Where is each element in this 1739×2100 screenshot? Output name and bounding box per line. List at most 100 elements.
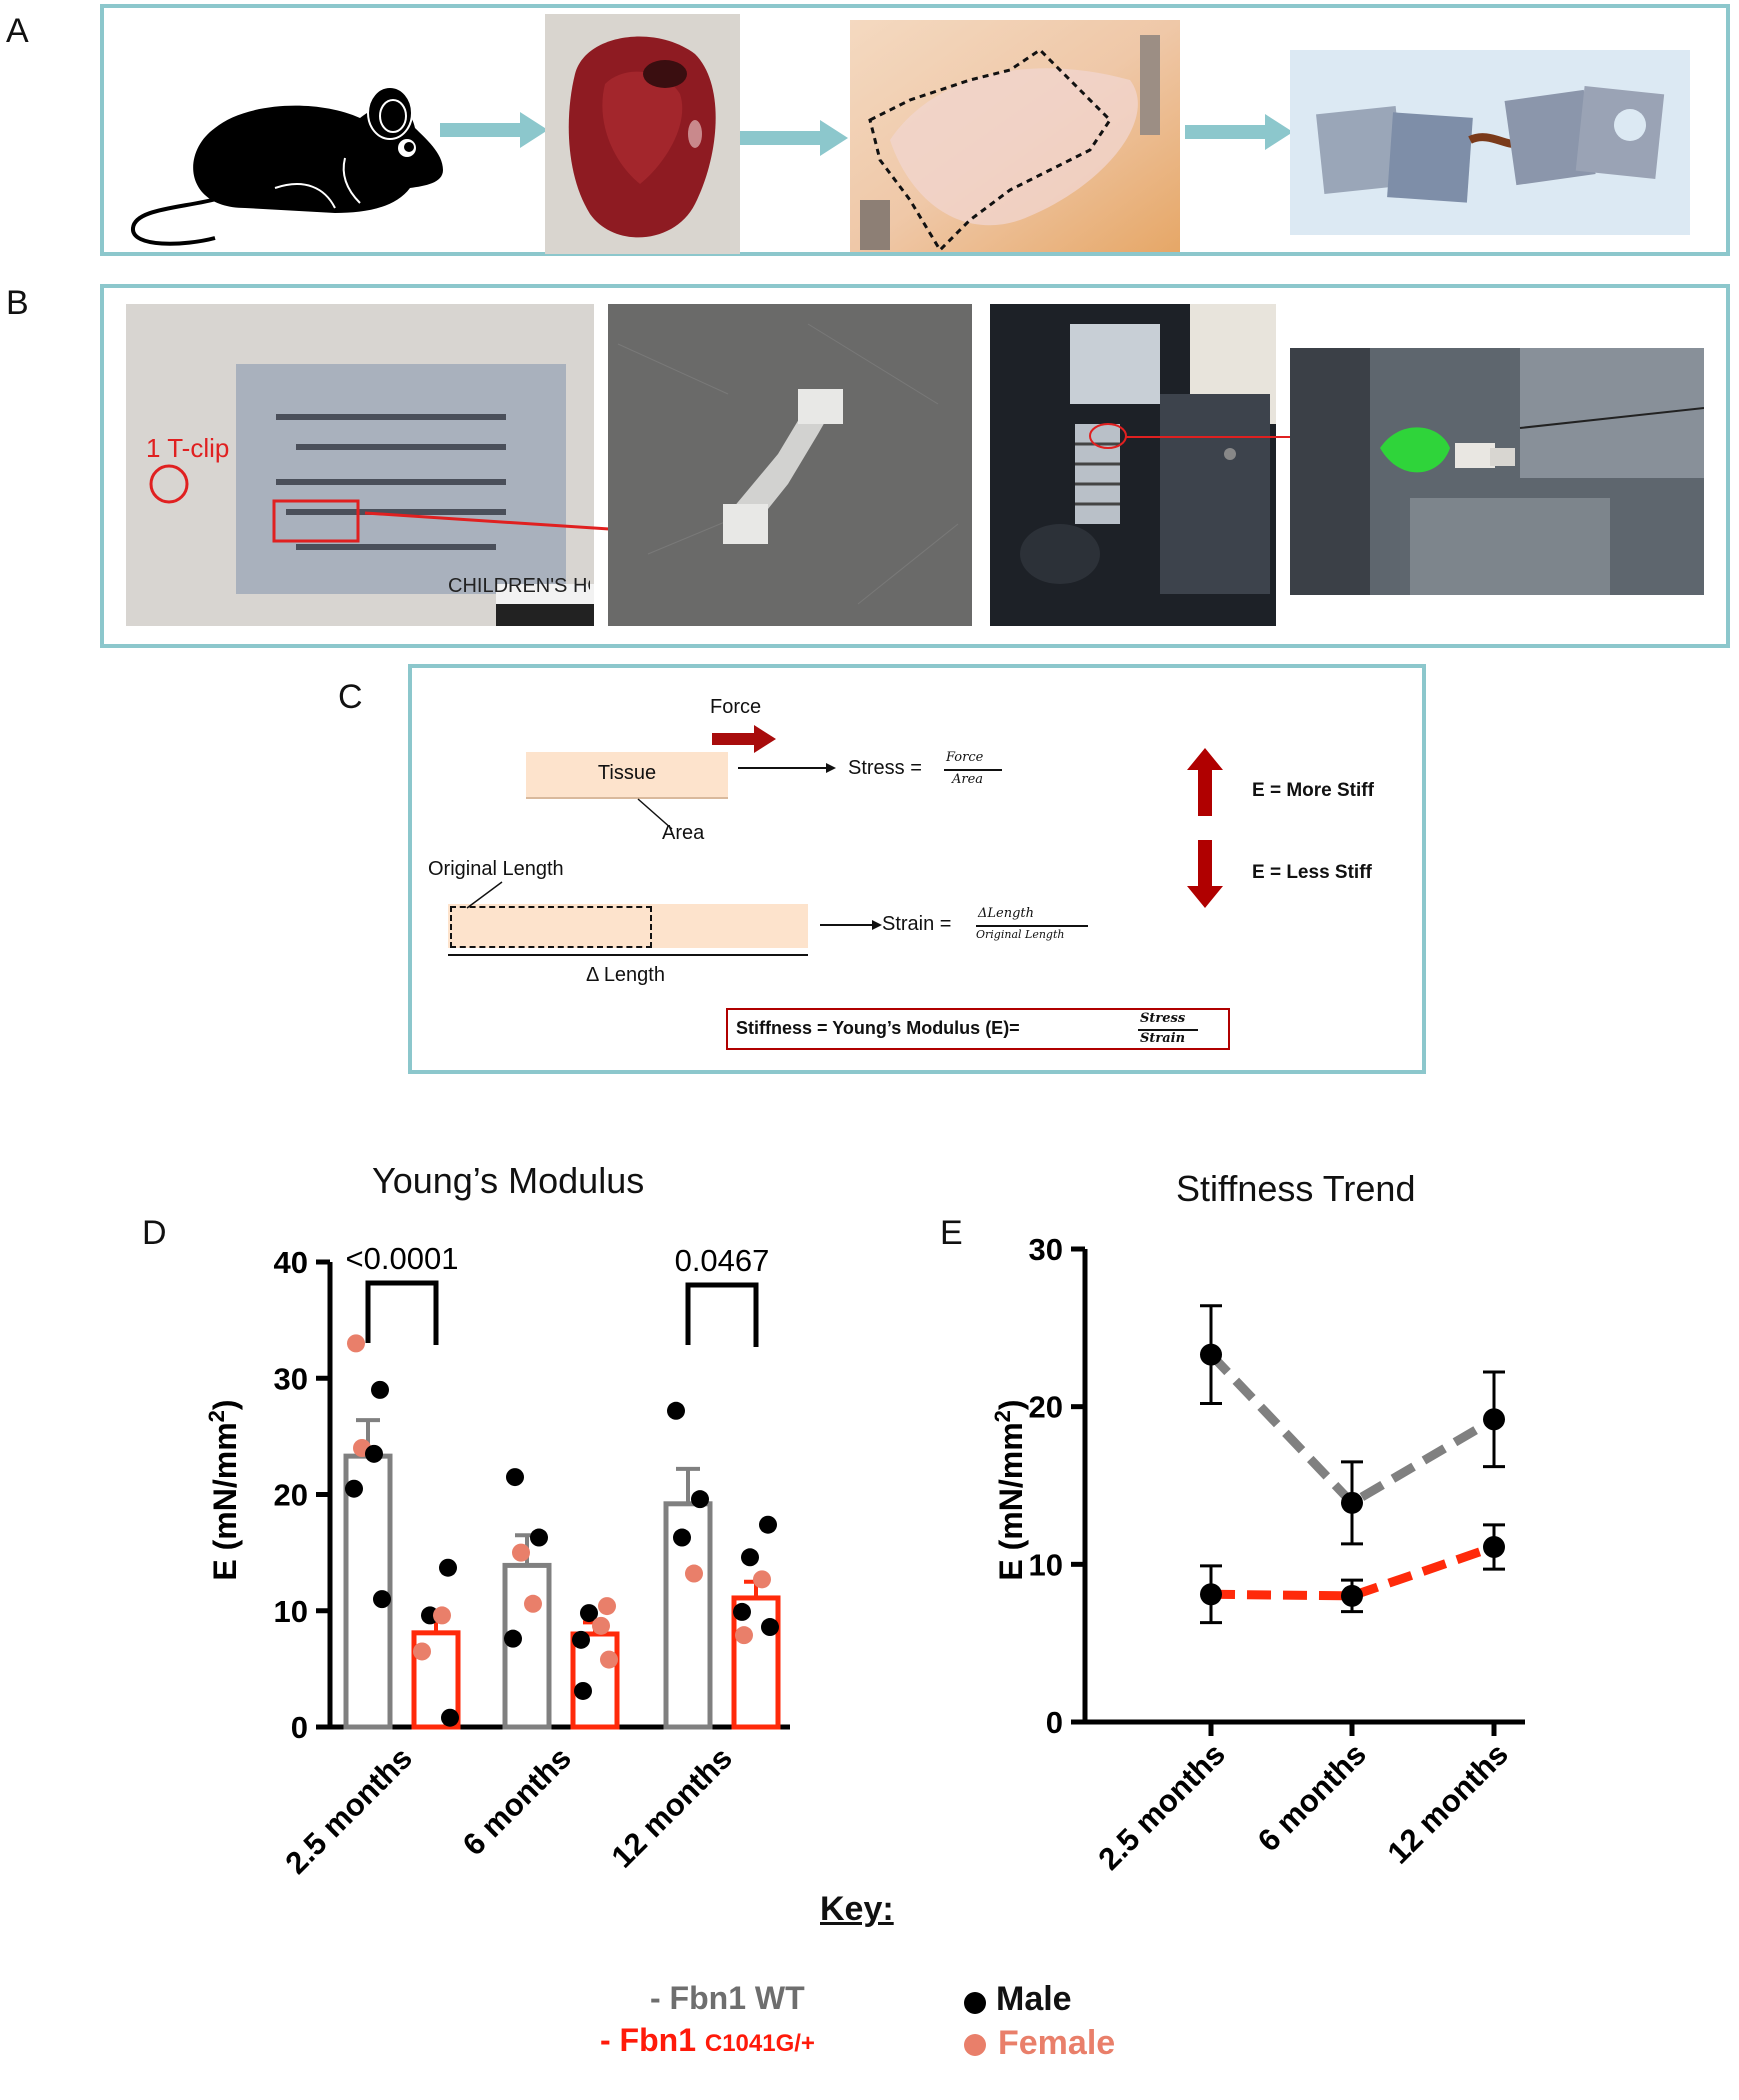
data-point — [600, 1650, 618, 1669]
data-point — [592, 1616, 610, 1635]
y-tick-label: 20 — [1029, 1390, 1063, 1425]
panel-letter-c: C — [338, 678, 363, 716]
stress-numerator: Force — [946, 750, 984, 765]
key-mutant-allele: C1041G/+ — [704, 2030, 815, 2057]
data-point — [1483, 1535, 1505, 1558]
foil-label-text: CHILDREN'S HOSP — [448, 575, 590, 597]
data-point — [1341, 1491, 1363, 1514]
x-tick-label: 6 months — [1251, 1736, 1373, 1858]
key-title: Key: — [820, 1890, 894, 1928]
data-point — [574, 1681, 592, 1700]
key-mutant-name: - Fbn1 — [600, 2022, 696, 2058]
panel-letter-b: B — [6, 284, 29, 322]
data-point — [1341, 1584, 1363, 1607]
data-point — [667, 1401, 685, 1420]
data-point — [759, 1515, 777, 1534]
tissue-strip-photo — [1290, 50, 1690, 235]
data-point — [371, 1380, 389, 1399]
strain-fraction-bar — [976, 925, 1088, 927]
p-value-label: <0.0001 — [346, 1241, 459, 1276]
series-line-mutant — [1210, 1542, 1496, 1601]
tester-instrument-photo — [990, 304, 1276, 626]
panel-letter-a: A — [6, 12, 29, 50]
data-point — [365, 1444, 383, 1463]
arrow-icon — [740, 120, 848, 156]
heart-photo — [545, 14, 740, 254]
strain-label: Strain = — [882, 913, 952, 935]
stiffness-numerator: Stress — [1140, 1011, 1186, 1026]
data-point — [673, 1528, 691, 1547]
y-tick-label: 30 — [274, 1361, 308, 1396]
more-stiff-label: E = More Stiff — [1252, 780, 1374, 801]
key-female: Female — [998, 2024, 1116, 2062]
male-dot — [964, 1992, 986, 2014]
panel-a-frame — [100, 4, 1730, 256]
up-arrow-icon — [1187, 748, 1223, 816]
data-point — [506, 1468, 524, 1487]
data-point — [735, 1626, 753, 1645]
stiffness-denominator: Strain — [1140, 1031, 1186, 1046]
original-length-box — [450, 906, 652, 948]
y-axis-label: E (mN/mm2) — [990, 1399, 1030, 1580]
x-tick-label: 2.5 months — [1091, 1736, 1231, 1876]
data-point — [433, 1606, 451, 1625]
y-tick-label: 0 — [1046, 1705, 1063, 1740]
chart-e-title: Stiffness Trend — [1176, 1168, 1416, 1209]
data-point — [524, 1594, 542, 1613]
key-mutant: - Fbn1 C1041G/+ — [600, 2022, 815, 2059]
panel-c-frame — [408, 664, 1426, 1074]
data-point — [685, 1564, 703, 1583]
original-length-pointer — [466, 881, 503, 909]
key-male: Male — [996, 1980, 1072, 2018]
arrow-icon — [440, 112, 548, 148]
stress-fraction-bar — [944, 769, 1002, 771]
down-arrow-icon — [1187, 840, 1223, 908]
y-tick-label: 10 — [1029, 1547, 1063, 1582]
data-point — [598, 1597, 616, 1616]
female-dot — [964, 2034, 986, 2056]
y-tick-label: 30 — [1029, 1232, 1063, 1267]
less-stiff-label: E = Less Stiff — [1252, 862, 1372, 883]
original-length-label: Original Length — [428, 858, 564, 880]
strain-box — [448, 904, 808, 948]
stress-arrow-icon — [738, 763, 836, 773]
stiffness-formula-box — [726, 1008, 1230, 1050]
dissection-photo — [850, 20, 1180, 252]
data-point — [741, 1548, 759, 1567]
mounted-sample-photo — [1290, 348, 1704, 595]
panel-letter-e: E — [940, 1214, 963, 1252]
clip-label: 1 T-clip — [146, 433, 230, 463]
clip-microscope-photo — [608, 304, 972, 626]
data-point — [691, 1490, 709, 1509]
strain-denominator: Original Length — [976, 928, 1065, 941]
stress-denominator: Area — [952, 772, 984, 787]
chart-d-title: Young’s Modulus — [372, 1160, 645, 1201]
panel-b-frame — [100, 284, 1730, 648]
data-point — [347, 1334, 365, 1353]
strain-arrow-icon — [820, 920, 882, 930]
y-tick-label: 40 — [274, 1245, 308, 1280]
y-tick-label: 20 — [274, 1478, 308, 1513]
data-point — [580, 1604, 598, 1623]
y-axis-label: E (mN/mm2) — [204, 1399, 244, 1580]
key-wt: - Fbn1 WT — [650, 1980, 805, 2016]
stiffness-fraction-bar — [1138, 1029, 1198, 1031]
arrow-icon — [1185, 114, 1293, 150]
data-point — [572, 1630, 590, 1649]
tissue-label: Tissue — [597, 762, 657, 784]
y-tick-label: 0 — [291, 1710, 308, 1745]
area-label: Area — [662, 822, 705, 844]
force-arrow-icon — [712, 725, 776, 753]
significance-bracket — [365, 1280, 439, 1345]
data-point — [1200, 1583, 1222, 1606]
data-point — [504, 1629, 522, 1648]
red-connector-icon — [1125, 436, 1305, 438]
data-point — [761, 1618, 779, 1637]
force-label: Force — [710, 696, 762, 718]
data-point — [439, 1558, 457, 1577]
x-tick-label: 12 months — [1381, 1736, 1515, 1870]
strain-numerator: ΔLength — [978, 906, 1035, 921]
foil-clip-photo — [126, 304, 594, 626]
